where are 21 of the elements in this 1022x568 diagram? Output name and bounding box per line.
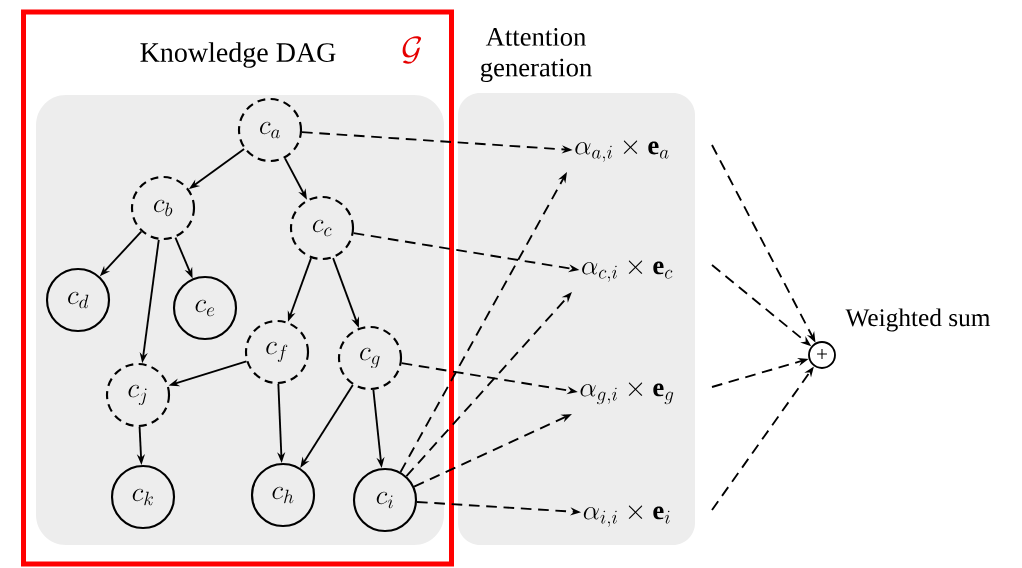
dashed-circle-node: $c_{c}$ [289, 195, 355, 261]
graph-symbol: $\mathcal{G}$ [402, 36, 422, 64]
dashed-circle-node: $c_{b}$ [130, 175, 196, 241]
weighted-term: $\alpha_{a,i} \times \mathbf{e}_{a}$ [575, 140, 669, 162]
frame-box [21, 9, 454, 567]
circle-node: $c_{h}$ [250, 462, 316, 528]
circle-node: $c_{k}$ [110, 464, 176, 530]
weighted-term: $\alpha_{c,i} \times \mathbf{e}_{c}$ [582, 260, 673, 282]
dashed-circle-node: $c_{j}$ [105, 362, 171, 428]
panel-title: Knowledge DAG [140, 42, 336, 68]
circle-node: $c_{e}$ [172, 275, 238, 341]
attention-panel [458, 93, 695, 545]
panel-title: Attention generation [480, 27, 592, 83]
circle-node: $c_{i}$ [352, 467, 418, 533]
dashed-circle-node: $c_{a}$ [237, 97, 303, 163]
circle-node: $c_{d}$ [45, 267, 111, 333]
dashed-circle-node: $c_{f}$ [244, 319, 310, 385]
dashed-circle-node: $c_{g}$ [337, 325, 403, 391]
sum-label: Weighted sum [845, 308, 991, 332]
weighted-term: $\alpha_{g,i} \times \mathbf{e}_{g}$ [580, 382, 674, 405]
weighted-term: $\alpha_{i,i} \times \mathbf{e}_{i}$ [583, 505, 670, 527]
